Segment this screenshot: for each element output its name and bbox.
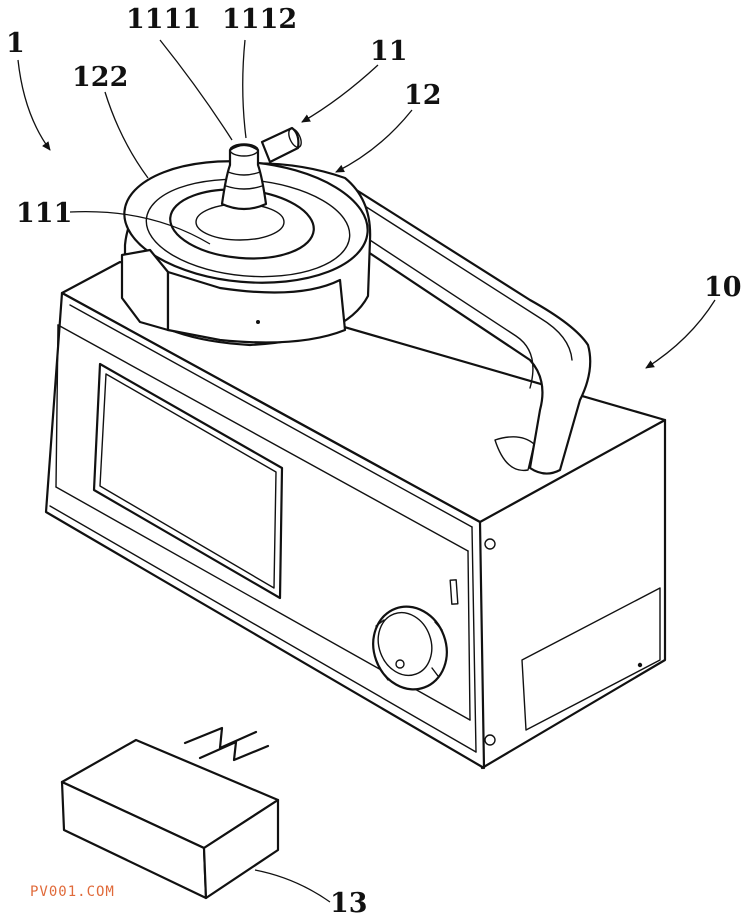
- label-1112: 1112: [222, 4, 297, 35]
- leader-lines: [17, 39, 716, 903]
- reference-numerals: 1 1111 1112 11 122 12 111 10 13: [6, 4, 742, 919]
- control-knob: [372, 605, 448, 691]
- label-12: 12: [404, 80, 442, 111]
- side-panel: [521, 587, 661, 731]
- label-13: 13: [330, 888, 368, 919]
- wireless-signal-icon: [183, 726, 270, 762]
- screw-bottom: [484, 734, 496, 746]
- label-111: 111: [16, 198, 72, 229]
- nozzle: [220, 143, 268, 211]
- remote-module: [60, 738, 280, 900]
- watermark: PV001.COM: [30, 884, 115, 900]
- label-10: 10: [704, 272, 742, 303]
- label-1111: 1111: [126, 4, 201, 35]
- label-11: 11: [370, 36, 408, 67]
- indicator-slot: [449, 579, 459, 605]
- label-1: 1: [6, 28, 25, 59]
- suction-unit: [120, 126, 372, 347]
- label-122: 122: [72, 62, 128, 93]
- screw-top: [484, 538, 496, 550]
- display-screen: [92, 362, 284, 600]
